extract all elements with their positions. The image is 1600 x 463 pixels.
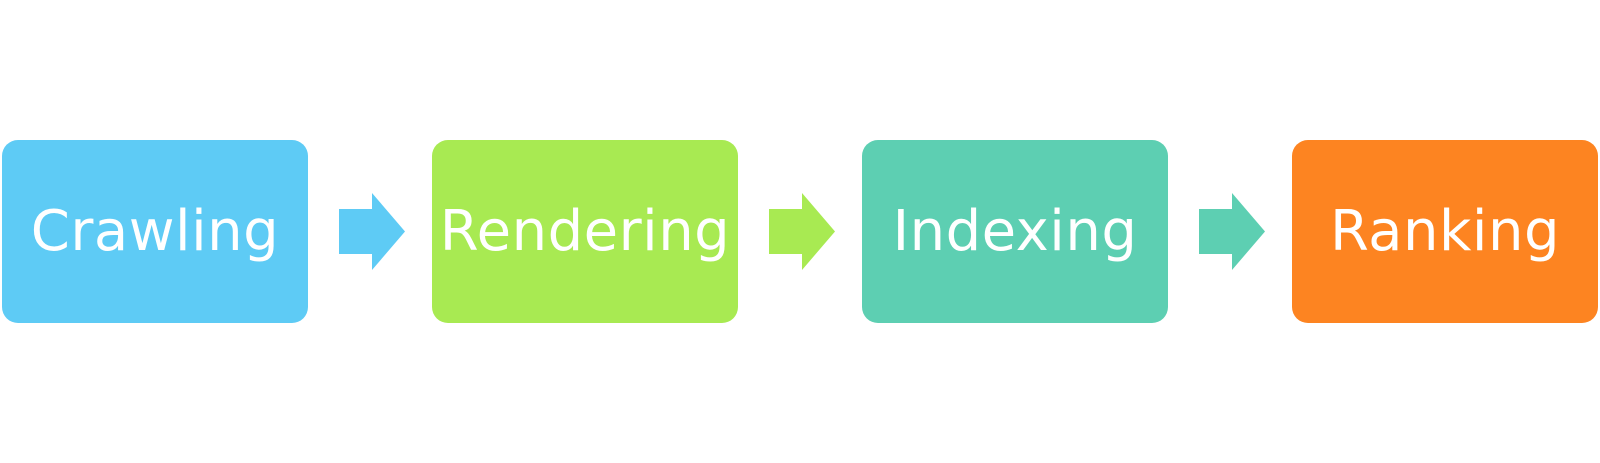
stage-box-rendering: Rendering bbox=[432, 140, 738, 323]
stage-box-crawling: Crawling bbox=[2, 140, 308, 323]
stage-box-indexing: Indexing bbox=[862, 140, 1168, 323]
stage-label-crawling: Crawling bbox=[30, 199, 280, 264]
stage-label-indexing: Indexing bbox=[892, 199, 1138, 264]
stage-label-rendering: Rendering bbox=[439, 199, 731, 264]
stage-label-ranking: Ranking bbox=[1329, 199, 1560, 264]
stage-box-ranking: Ranking bbox=[1292, 140, 1598, 323]
right-arrow-icon bbox=[769, 193, 835, 270]
right-arrow-icon bbox=[339, 193, 405, 270]
right-arrow-icon bbox=[1199, 193, 1265, 270]
